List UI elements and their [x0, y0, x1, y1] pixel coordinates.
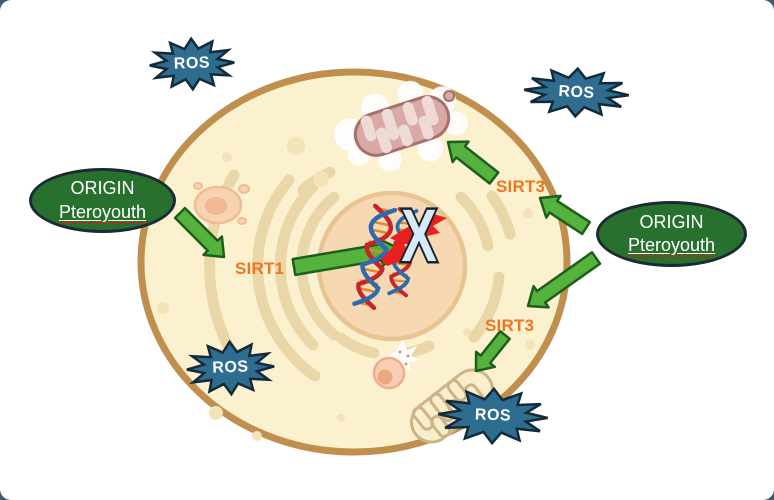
- origin-line1: ORIGIN: [639, 211, 704, 232]
- arrow-origin-to-sirt3-bottom: [526, 251, 602, 309]
- origin-line2: Pteroyouth: [58, 201, 147, 224]
- starburst-icon: [184, 338, 277, 397]
- arrow-sirt1-to-dna: [291, 237, 402, 277]
- red-flash-icon: [381, 211, 447, 266]
- ros-label: ROS: [474, 406, 512, 425]
- ros-label: ROS: [558, 82, 596, 102]
- arrows: [173, 140, 602, 373]
- mitochondrion-damaged-icon: [334, 80, 468, 172]
- arrow-origin-to-sirt3-top: [538, 194, 592, 236]
- origin-line2: Pteroyouth: [627, 235, 716, 257]
- ros-label: ROS: [212, 358, 249, 377]
- er-fragment-icon: [193, 182, 250, 225]
- enzyme-label-sirt3-top: SIRT3: [496, 177, 546, 196]
- starburst-icon: [147, 35, 237, 92]
- arrow-sirt3-to-mitochondrion: [446, 140, 500, 185]
- ros-badge-bottom-right: ROS: [435, 385, 551, 447]
- x-mark: X: [399, 192, 439, 279]
- origin-oval-left: ORIGIN Pteroyouth: [29, 168, 176, 233]
- arrow-origin-to-sirt1: [173, 206, 226, 259]
- arrow-sirt3-to-mitochondrion-bottom: [474, 329, 511, 373]
- starburst-icon: [435, 385, 551, 447]
- enzyme-label-sirt3-bottom: SIRT3: [485, 316, 535, 335]
- ros-badge-cytoplasm: ROS: [184, 338, 277, 397]
- origin-line1: ORIGIN: [70, 178, 135, 199]
- ros-badge-top-right: ROS: [521, 64, 633, 121]
- enzyme-label-sirt1: SIRT1: [235, 259, 285, 278]
- cytoplasm-speckles: [157, 137, 535, 441]
- ros-badge-top-left: ROS: [147, 35, 237, 92]
- svg-text:X: X: [401, 194, 437, 277]
- lysosome-icon: [372, 340, 421, 390]
- starburst-icon: [521, 64, 633, 121]
- origin-oval-right: ORIGIN Pteroyouth: [596, 201, 747, 267]
- ros-label: ROS: [173, 54, 211, 73]
- dna-helix-icon: [352, 203, 398, 311]
